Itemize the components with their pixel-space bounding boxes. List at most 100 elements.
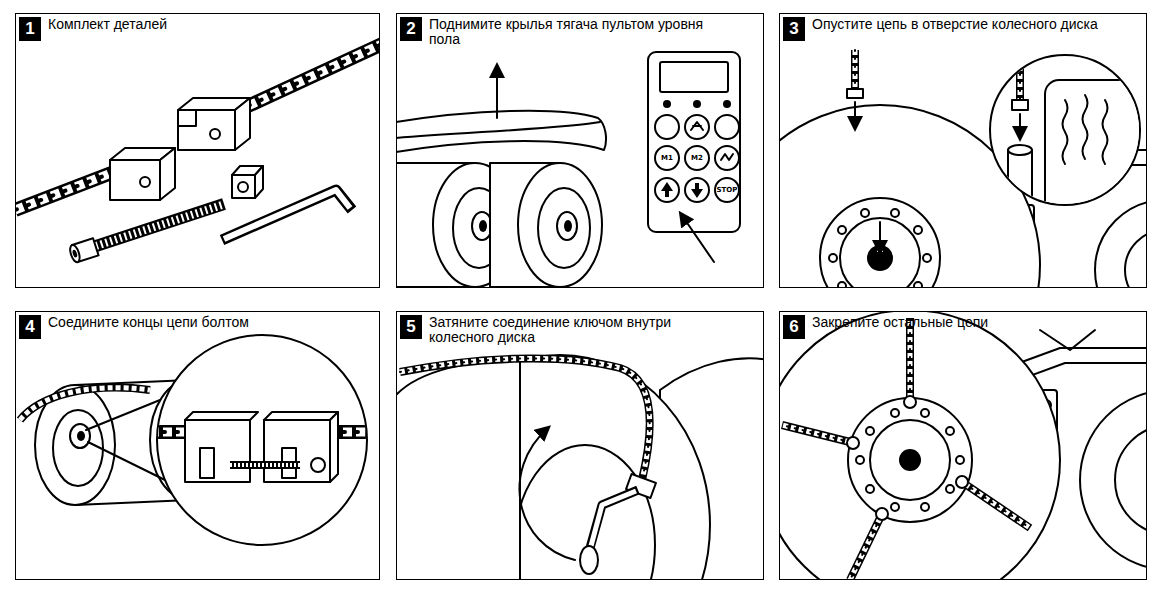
wheel	[956, 456, 964, 464]
chain-block	[235, 98, 250, 150]
chain	[906, 318, 914, 398]
chain	[15, 172, 114, 210]
wheel	[70, 424, 90, 448]
wheel	[891, 409, 899, 417]
wheel	[838, 226, 846, 234]
chain-block	[178, 110, 235, 150]
chain	[904, 318, 916, 408]
step-panel: 2Поднимите крылья тягача пультом уровня …	[396, 13, 764, 288]
wheel	[779, 311, 1060, 580]
detail-circle	[1016, 50, 1024, 100]
chain	[15, 172, 114, 210]
chain	[847, 437, 859, 449]
remote-control	[663, 100, 671, 108]
chain	[965, 484, 1030, 528]
wheel	[856, 456, 864, 464]
detail-circle	[1012, 100, 1028, 110]
chain	[956, 476, 1030, 528]
step-title: Закрепите остальные цепи	[812, 315, 1102, 330]
chain	[853, 50, 858, 90]
chain-block	[178, 98, 250, 150]
nut	[232, 175, 255, 198]
wheel	[77, 431, 85, 441]
chain-block	[178, 110, 196, 126]
detail-circle	[150, 425, 185, 439]
chain	[248, 44, 380, 106]
remote-control	[655, 178, 679, 202]
step-panel: 4Соедините концы цепи болтом	[15, 311, 380, 580]
chain-join	[20, 335, 375, 545]
wheel	[779, 311, 1060, 580]
step-title: Соедините концы цепи болтом	[48, 315, 338, 330]
chain	[850, 518, 880, 580]
chains-installed	[779, 311, 1147, 580]
step-title: Комплект деталей	[48, 17, 338, 32]
wheel	[1080, 390, 1147, 570]
remote-control	[715, 115, 739, 139]
wheel	[820, 198, 940, 288]
down-arrow	[854, 102, 856, 128]
remote-control	[648, 52, 740, 232]
wheel	[870, 420, 950, 500]
button-label: M1	[661, 154, 673, 162]
chain-block	[210, 129, 220, 139]
remote-control	[661, 182, 673, 197]
detail-circle	[264, 420, 330, 482]
pointer-arrow	[681, 214, 714, 262]
step-panel: 6 Закрепите остальные цепи	[779, 311, 1147, 580]
wheel	[899, 449, 921, 471]
detail-circle	[1019, 50, 1021, 100]
chain	[248, 44, 380, 106]
detail-circle	[185, 412, 258, 420]
remote-control	[655, 146, 679, 170]
tire	[396, 360, 520, 580]
chain	[782, 425, 850, 442]
remote-control	[685, 178, 709, 202]
chain-block	[140, 177, 150, 187]
detail-circle	[1008, 150, 1032, 210]
chain	[956, 476, 968, 488]
button-label: STOP	[717, 186, 738, 194]
step-number: 5	[400, 315, 422, 339]
tire	[518, 163, 602, 287]
bolt	[68, 238, 98, 263]
remote-control	[691, 122, 703, 130]
down-arrow	[879, 222, 881, 252]
tire	[479, 220, 487, 232]
remote-control	[660, 62, 728, 92]
wheel	[20, 388, 150, 420]
wheel	[891, 209, 899, 217]
detail-circle	[200, 448, 214, 478]
wheel	[848, 398, 972, 522]
wheel	[921, 503, 929, 511]
step-title: Затяните соединение ключом внутри колесн…	[429, 315, 719, 345]
detail-circle	[1008, 145, 1032, 155]
step-number: 3	[783, 17, 805, 41]
chain	[847, 89, 863, 98]
wheel	[891, 503, 899, 511]
step-panel: 1Комплект деталей	[15, 13, 380, 288]
chain	[782, 425, 859, 449]
detail-circle	[1083, 95, 1088, 159]
chain	[904, 396, 916, 408]
step-number: 6	[783, 315, 805, 339]
detail-circle	[150, 335, 375, 545]
rotation-arrow	[519, 428, 575, 560]
detail-circle	[1103, 100, 1108, 164]
remote-control	[715, 178, 739, 202]
remote-control	[723, 100, 731, 108]
button-label: M2	[691, 154, 703, 162]
nut	[232, 166, 263, 198]
wheel	[914, 226, 922, 234]
bolt	[96, 205, 222, 246]
tire	[557, 212, 577, 240]
chain	[850, 508, 888, 580]
bolt	[72, 249, 78, 258]
fender	[396, 122, 600, 138]
fender	[396, 111, 606, 152]
remote-control	[715, 146, 739, 170]
tire	[396, 355, 710, 580]
wheel	[840, 218, 920, 288]
hex-key	[580, 490, 638, 574]
